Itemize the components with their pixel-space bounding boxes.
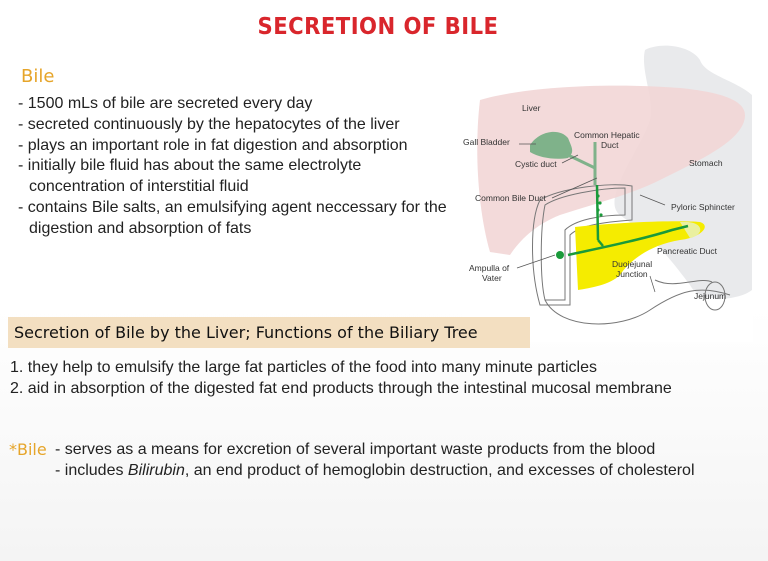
text: , an end product of hemoglobin destructi… — [184, 461, 695, 479]
label-ampulla: Ampulla of — [469, 263, 510, 273]
label-stomach: Stomach — [689, 158, 723, 168]
bile-note: *Bile - serves as a means for excretion … — [9, 440, 759, 479]
functions-list: 1. they help to emulsify the large fat p… — [10, 358, 750, 399]
pancreas-shape — [575, 221, 705, 290]
label-common-hepatic: Common Hepatic — [574, 130, 640, 140]
label-liver: Liver — [522, 103, 541, 113]
list-item: - contains Bile salts, an emulsifying ag… — [18, 198, 447, 237]
label-ampulla-2: Vater — [482, 273, 502, 283]
common-bile-duct-dots — [556, 194, 603, 259]
hepatic-ducts — [567, 142, 597, 185]
bile-note-line: - serves as a means for excretion of sev… — [55, 441, 656, 458]
pancreatic-duct — [567, 184, 689, 257]
bile-heading: Bile — [21, 66, 55, 87]
label-jejunum: Jejunum — [694, 291, 726, 301]
gallbladder-shape — [530, 131, 573, 159]
label-common-hepatic-2: Duct — [601, 140, 619, 150]
bile-note-label: *Bile — [9, 440, 47, 459]
slide-title: Secretion of Bile — [257, 14, 499, 40]
label-gall-bladder: Gall Bladder — [463, 137, 510, 147]
leader-lines — [516, 143, 666, 293]
label-pyloric-sphincter: Pyloric Sphincter — [671, 202, 735, 212]
list-item: 2. aid in absorption of the digested fat… — [10, 379, 672, 397]
section-banner: Secretion of Bile by the Liver; Function… — [8, 317, 530, 348]
label-pancreatic-duct: Pancreatic Duct — [657, 246, 718, 256]
bile-note-line: - includes Bilirubin, an end product of … — [55, 461, 755, 482]
label-duojejunal-2: Junction — [616, 269, 648, 279]
label-duojejunal: Duojejunal — [612, 259, 652, 269]
bilirubin-term: Bilirubin — [127, 461, 185, 479]
list-item: - plays an important role in fat digesti… — [18, 136, 408, 154]
list-item: - secreted continuously by the hepatocyt… — [18, 115, 400, 133]
label-common-bile-duct: Common Bile Duct — [475, 193, 546, 203]
text: - includes — [55, 461, 128, 479]
list-item: - 1500 mLs of bile are secreted every da… — [18, 95, 313, 112]
bile-facts-list: - 1500 mLs of bile are secreted every da… — [18, 94, 448, 240]
list-item: 1. they help to emulsify the large fat p… — [10, 359, 597, 376]
label-cystic-duct: Cystic duct — [515, 159, 557, 169]
list-item: - initially bile fluid has about the sam… — [18, 157, 362, 196]
